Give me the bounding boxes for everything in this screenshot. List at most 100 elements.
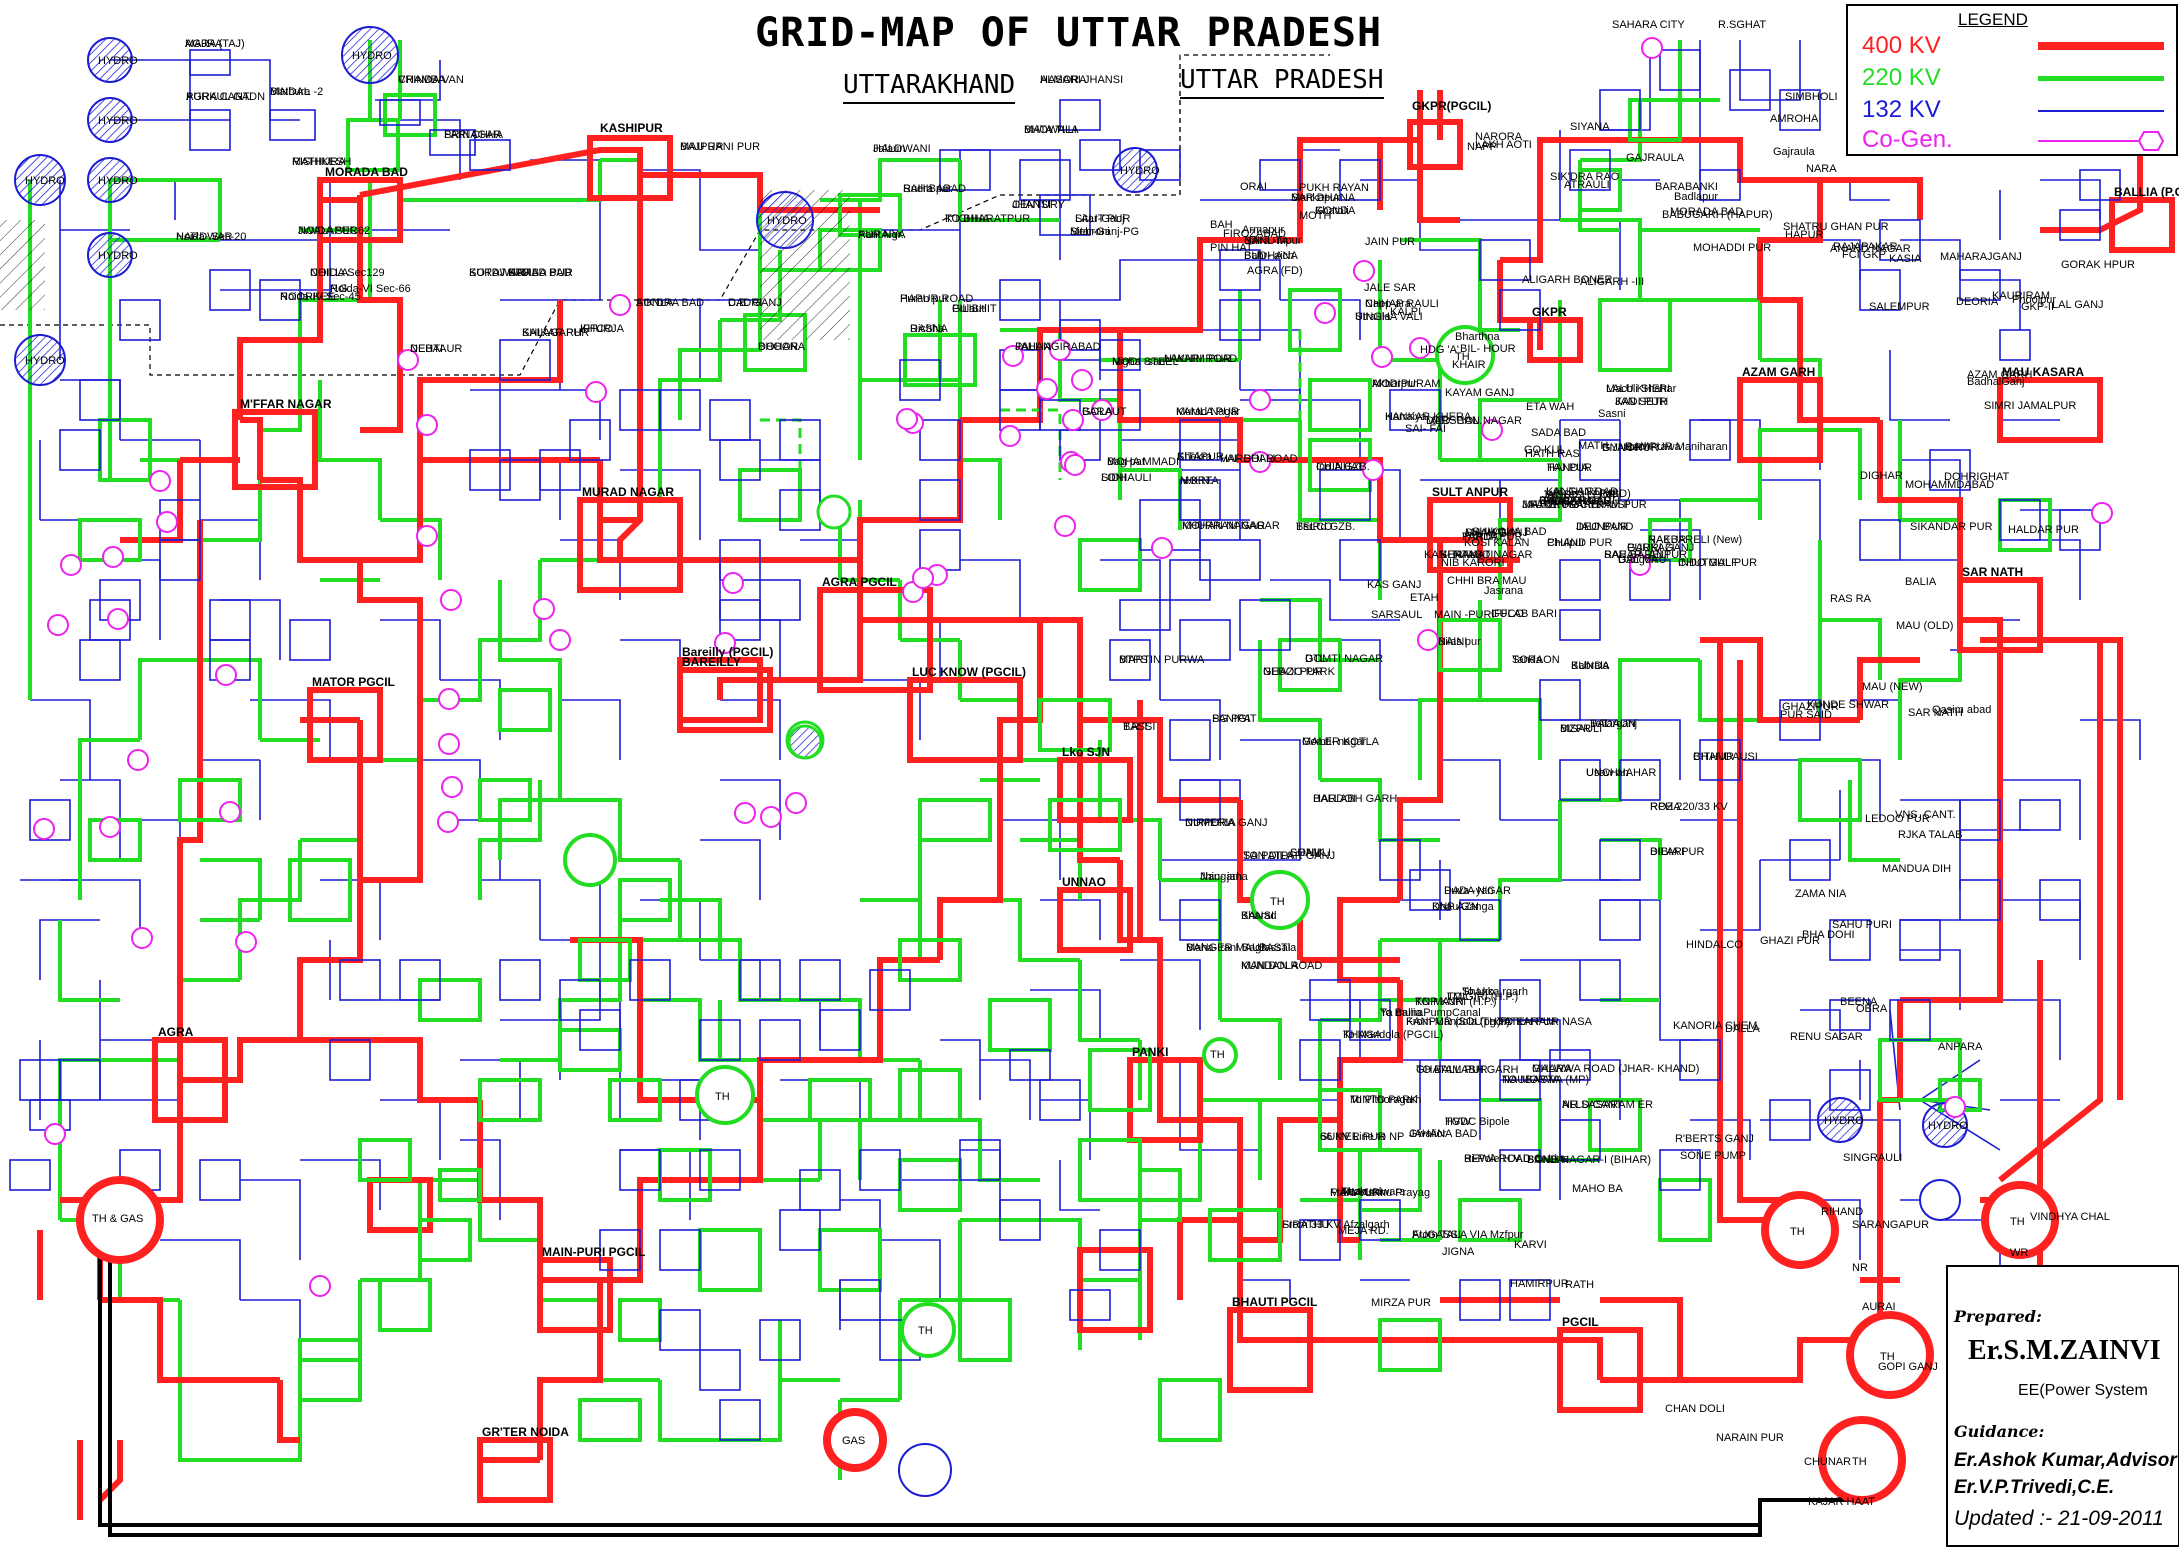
place-label: ETAH [1410,592,1439,604]
place-label: SHAH GANJ [1465,527,1528,539]
place-label: BUDHANA [1244,250,1298,262]
place-label: SITAPUR [1177,451,1224,463]
place-label: BALLABH GARH [1313,793,1397,805]
place-label: KAMLA PUR [1176,406,1239,418]
place-label: KAJAR HAAT [1808,1496,1875,1508]
substations-400kv [152,119,2175,1503]
place-label: BHOWA LI [1024,124,1077,136]
place-label: T.R.T. [1123,721,1151,733]
place-label: LAL GANJ [1546,486,1598,498]
station-label: HYDRO [25,175,65,187]
substation-400kv-label: SULT ANPUR [1432,485,1508,499]
place-label: BAJPUR [680,141,723,153]
place-label: BARAUT [1082,406,1127,418]
place-label: HALDAR PUR [2008,524,2079,536]
place-label: TO BHARATPUR [945,213,1030,225]
region-uttar-pradesh: UTTAR PRADESH [1180,65,1384,99]
place-label: CHAND PUR [1547,537,1612,549]
cogen-hexagon-icon [2138,131,2164,151]
place-label: HANDIA [1547,462,1589,474]
place-label: From Vishnu Prayag [1330,1187,1430,1199]
place-label: ANAND NAGAR [1830,243,1911,255]
place-label: KAN- NAUJ [1424,549,1482,561]
place-label: NANUTA [1244,235,1289,247]
legend-label-cogen: Co-Gen. [1862,126,1953,153]
place-label: NIB KARORI [1441,557,1505,569]
place-label: To Mandola (PGCIL) [1343,1029,1443,1041]
place-label: Puva -yan [1444,885,1494,897]
place-label: SURAJ PUR [469,267,531,279]
place-label: HASARI JHANSI [1040,74,1123,86]
place-label: CHUTMAL PUR [1678,557,1757,569]
place-label: Noida-VI Sec-66 [330,283,411,295]
place-label: RATH [1565,1279,1594,1291]
place-label: LEDOO PUR [1865,813,1930,825]
place-label: HARDWAR [176,231,232,243]
legend-label-132kv: 132 KV [1862,96,1941,123]
place-label: ROORKEE [280,291,335,303]
station-label: TH [1210,1049,1225,1061]
place-label: MORADA BAD [1670,206,1743,218]
place-label: MATA TILA [1024,124,1079,136]
place-label: UNCHHAHAR [1586,767,1656,779]
place-label: KALPI [1390,306,1421,318]
place-label: AURAIYA [858,229,906,241]
place-label: CHAMBA [398,74,446,86]
place-label: BIL- HOUR [1460,343,1516,355]
place-label: KARVI [1514,1239,1547,1251]
place-label: HARDOI [1313,793,1356,805]
place-label: MOTH [1299,210,1331,222]
legend-swatch-132kv [2038,110,2164,112]
place-label: DOHANA [758,341,806,353]
place-label: Shanka rgarh [1462,986,1528,998]
place-label: DIGHAR [1860,470,1903,482]
place-label: BHOOR [758,341,798,353]
substation-400kv-label: Bareilly (PGCIL) [682,645,773,659]
place-label: R.SGHAT [1718,19,1766,31]
place-label: DEO BAND [1576,521,1634,533]
substation-400kv-label: MORADA BAD [325,165,408,179]
station-label: HYDRO [98,115,138,127]
place-label: Murad Nagar [1176,406,1241,418]
place-label: DADA N'GAR [1444,885,1511,897]
place-label: ETA WAH [1526,401,1574,413]
place-label: BTPS [1119,654,1148,666]
place-label: ALIGARH -III [1580,276,1644,288]
place-label: DADRI [728,297,762,309]
place-label: NEBOO PARK [1263,666,1336,678]
legend-title: LEGEND [1958,10,2028,29]
place-label: HATH RAS [1525,448,1580,460]
place-label: JIGNA [1442,1246,1475,1258]
place-label: Bahr- aich [1244,250,1294,262]
place-label: GHATAM PUR [1416,1064,1488,1076]
place-label: ALIGARH BONER [1522,274,1613,286]
place-label: SARANGAPUR [1852,1219,1929,1231]
place-label: Qasim abad [1932,704,1991,716]
place-label: GAJRAULA [1626,152,1685,164]
place-label: KAYAM GANJ [1445,387,1514,399]
place-label: KHURJA [580,323,625,335]
station-label: TH [1455,351,1470,363]
place-label: SAI- FAI [1405,423,1446,435]
place-label: SIMBHOLI [1785,91,1838,103]
place-label: JALE SAR [1364,282,1416,294]
station-label: HYDRO [767,215,807,227]
place-label: MALER KOTLA [1302,736,1380,748]
place-label: SRINAGAR [444,129,502,141]
place-label: Babrala [1571,660,1610,672]
place-label: SAR DHANA [1291,192,1356,204]
substation-400kv-label: GKPR(PGCIL) [1412,99,1491,113]
place-label: From Mandola (pgcil) [1406,1016,1510,1028]
station-label: HYDRO [1120,165,1160,177]
place-label: TO MORWA (MP) [1502,1074,1589,1086]
place-label: BANGER MAU [1186,942,1260,954]
place-label: BARABANKI [1655,181,1718,193]
place-label: GAJA KHAR [1539,495,1601,507]
place-label: KANKAR KHERA [1385,411,1472,423]
place-label: PUR SAID [1780,709,1832,721]
legend-swatch-220kv [2038,76,2164,81]
place-label: NAKUR [1648,534,1687,546]
place-label: MED. COL. [1426,415,1482,427]
place-label: RAS RA [1830,593,1872,605]
